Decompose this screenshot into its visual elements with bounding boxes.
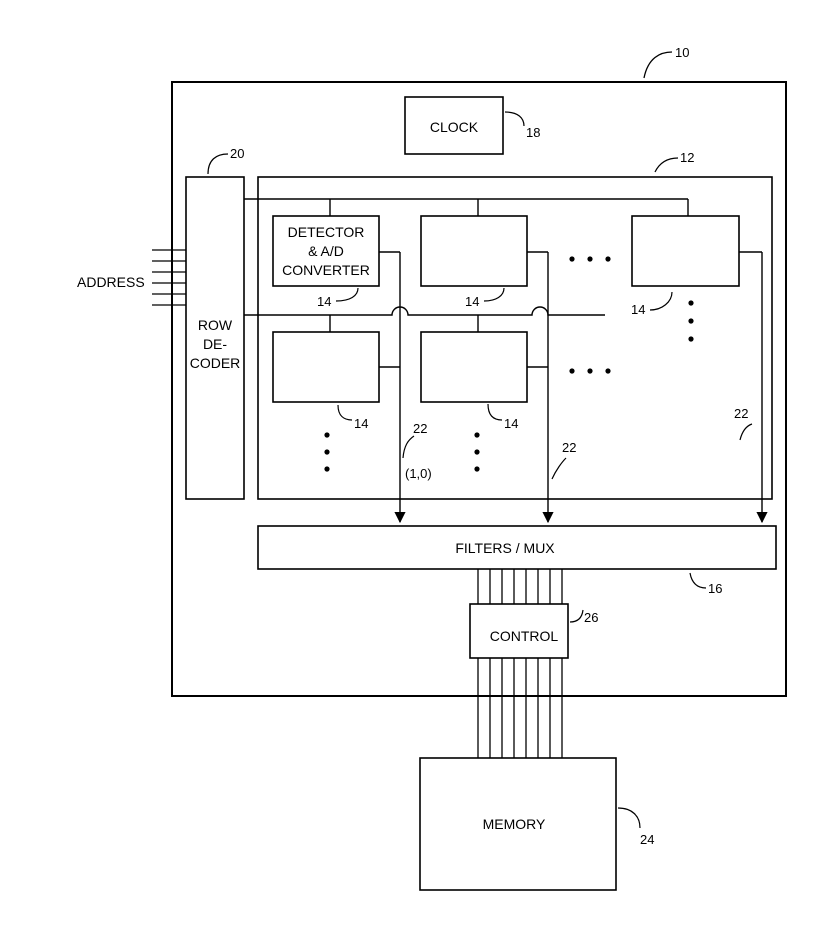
memory-label: MEMORY xyxy=(483,816,546,832)
control-label: CONTROL xyxy=(490,628,559,644)
detector-cell-0-1 xyxy=(421,216,527,286)
address-lines xyxy=(152,250,186,305)
leader-18 xyxy=(505,112,524,126)
leader-16 xyxy=(690,573,706,588)
ref-26: 26 xyxy=(584,610,598,625)
ref-14-e: 14 xyxy=(504,416,518,431)
data-bus-upper xyxy=(478,569,562,604)
ref-16: 16 xyxy=(708,581,722,596)
leaders-22 xyxy=(403,424,752,479)
row-decoder-label-3: CODER xyxy=(190,355,241,371)
ref-24: 24 xyxy=(640,832,654,847)
detector-cell-1-1 xyxy=(421,332,527,402)
leader-10 xyxy=(644,52,672,78)
ref-22-c: 22 xyxy=(734,406,748,421)
ref-14-b: 14 xyxy=(465,294,479,309)
leaders-14 xyxy=(336,288,672,420)
ref-14-d: 14 xyxy=(354,416,368,431)
leader-26 xyxy=(570,610,583,622)
ref-20: 20 xyxy=(230,146,244,161)
row-decoder-label-1: ROW xyxy=(198,317,233,333)
address-label: ADDRESS xyxy=(77,274,145,290)
ref-12: 12 xyxy=(680,150,694,165)
data-bus-lower xyxy=(478,658,562,758)
filters-mux-label: FILTERS / MUX xyxy=(455,540,555,556)
ref-22-a: 22 xyxy=(413,421,427,436)
ref-18: 18 xyxy=(526,125,540,140)
leader-20 xyxy=(208,154,228,174)
coordinate-label: (1,0) xyxy=(405,466,432,481)
leader-24 xyxy=(618,808,640,828)
column-output-lines xyxy=(379,252,762,522)
detector-label-3: CONVERTER xyxy=(282,262,370,278)
row-decoder-label-2: DE- xyxy=(203,336,227,352)
detector-label-1: DETECTOR xyxy=(288,224,365,240)
ref-14-a: 14 xyxy=(317,294,331,309)
leader-12 xyxy=(655,158,678,172)
ref-10: 10 xyxy=(675,45,689,60)
detector-label-2: & A/D xyxy=(308,243,344,259)
detector-cell-1-0 xyxy=(273,332,379,402)
ref-22-b: 22 xyxy=(562,440,576,455)
detector-cell-0-n xyxy=(632,216,739,286)
ref-14-c: 14 xyxy=(631,302,645,317)
clock-label: CLOCK xyxy=(430,119,479,135)
